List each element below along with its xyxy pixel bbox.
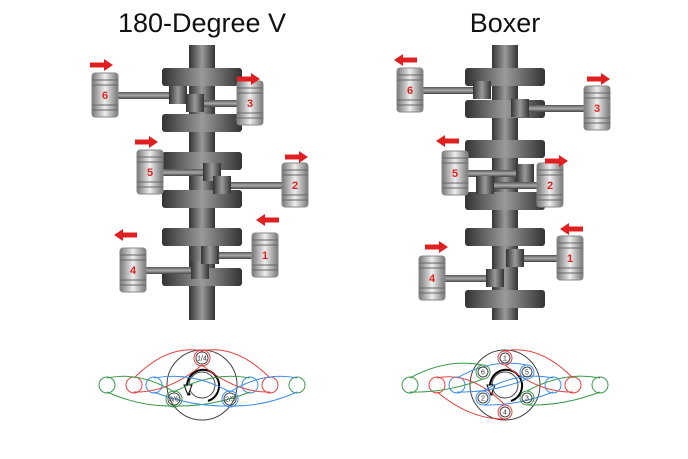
- piston-number: 1: [262, 250, 268, 262]
- crank-web: [465, 290, 545, 308]
- piston-number: 3: [247, 98, 253, 110]
- arrow-right-icon: [285, 151, 308, 163]
- arrow-left-icon: [114, 229, 137, 241]
- cylinder-label: 6: [481, 370, 485, 377]
- piston-6: 6: [394, 54, 491, 113]
- connecting-rod: [467, 170, 525, 177]
- piston-body: [583, 85, 611, 131]
- crank-web: [465, 192, 545, 210]
- crank-web: [162, 68, 242, 86]
- arrow-left-icon: [436, 135, 459, 147]
- piston-number: 5: [452, 168, 458, 180]
- piston-number: 4: [130, 265, 137, 277]
- crank-pin: [516, 164, 534, 182]
- arrow-right-icon: [135, 136, 158, 148]
- crank-pin: [486, 269, 504, 287]
- cylinder-label: 1: [503, 356, 507, 363]
- piston-body: [119, 247, 147, 293]
- cylinder-label: 3/6: [169, 397, 179, 404]
- arrow-right-icon: [237, 73, 260, 85]
- arrow-right-icon: [90, 59, 113, 71]
- piston-number: 2: [547, 180, 553, 192]
- crank-pin: [476, 176, 494, 194]
- crank-pin: [201, 246, 219, 264]
- arrow-left-icon: [394, 54, 417, 66]
- piston-body: [396, 67, 424, 113]
- piston-number: 6: [102, 90, 108, 102]
- cylinder-label: 5: [525, 370, 529, 377]
- connecting-rod: [222, 182, 283, 189]
- piston-body: [556, 235, 584, 281]
- connecting-rod: [162, 169, 212, 176]
- connecting-rod: [210, 252, 253, 259]
- left-title: 180-Degree V: [117, 8, 287, 38]
- connecting-rod: [195, 100, 238, 107]
- arrow-left-icon: [560, 223, 583, 235]
- piston-body: [441, 150, 469, 196]
- crank-pin: [213, 176, 231, 194]
- left-engine: 6 3 5 2 4 1: [90, 45, 309, 320]
- crank-web: [465, 140, 545, 158]
- arrow-left-icon: [256, 214, 279, 226]
- piston-3: 3: [511, 73, 611, 131]
- piston-5: 5: [135, 136, 221, 195]
- piston-1: 1: [201, 214, 279, 278]
- piston-number: 1: [567, 253, 573, 265]
- piston-4: 4: [418, 241, 504, 301]
- piston-1: 1: [506, 223, 584, 281]
- crank-pin: [473, 81, 491, 99]
- crank-pin: [191, 261, 209, 279]
- left-firing-diagram: 1/4 3/6 2/5: [98, 349, 306, 421]
- connecting-rod: [422, 87, 482, 94]
- right-firing-diagram: 1 6 5 2 3 4: [401, 349, 609, 421]
- crank-pin: [506, 249, 524, 267]
- crank-web: [162, 190, 242, 208]
- connecting-rod: [117, 92, 178, 99]
- connecting-rod: [520, 105, 585, 112]
- piston-body: [418, 255, 446, 301]
- crank-web: [465, 228, 545, 246]
- crank-web: [162, 228, 242, 246]
- crank-pin: [169, 86, 187, 104]
- connecting-rod: [485, 182, 538, 189]
- piston-body: [281, 162, 309, 208]
- piston-number: 6: [407, 85, 413, 97]
- connecting-rod: [145, 267, 200, 274]
- piston-2: 2: [476, 155, 568, 208]
- connecting-rod: [515, 255, 558, 262]
- rotation-arrow-icon: [489, 368, 524, 402]
- crank-pin: [511, 99, 529, 117]
- cylinder-label: 2/5: [225, 397, 235, 404]
- piston-number: 4: [429, 273, 436, 285]
- arrow-right-icon: [425, 241, 448, 253]
- right-title: Boxer: [469, 8, 541, 38]
- crank-pin: [186, 94, 204, 112]
- connecting-rod: [444, 275, 495, 282]
- piston-5: 5: [436, 135, 534, 196]
- piston-4: 4: [114, 229, 209, 293]
- piston-2: 2: [213, 151, 309, 208]
- piston-body: [251, 232, 279, 278]
- piston-number: 2: [292, 180, 298, 192]
- arrow-right-icon: [587, 73, 610, 85]
- arrow-right-icon: [545, 155, 568, 167]
- piston-body: [91, 72, 119, 118]
- crank-web: [162, 152, 242, 170]
- crank-web: [162, 114, 242, 132]
- piston-3: 3: [186, 73, 264, 126]
- cylinder-label: 3: [525, 396, 529, 403]
- rotation-arrow-icon: [186, 368, 221, 402]
- piston-number: 5: [147, 167, 153, 179]
- cylinder-label: 4: [503, 410, 507, 417]
- cylinder-label: 2: [481, 396, 485, 403]
- piston-number: 3: [594, 103, 600, 115]
- cylinder-label: 1/4: [197, 356, 207, 363]
- piston-body: [136, 149, 164, 195]
- piston-6: 6: [90, 59, 187, 118]
- right-engine: 6 3 5 2 4 1: [394, 45, 611, 320]
